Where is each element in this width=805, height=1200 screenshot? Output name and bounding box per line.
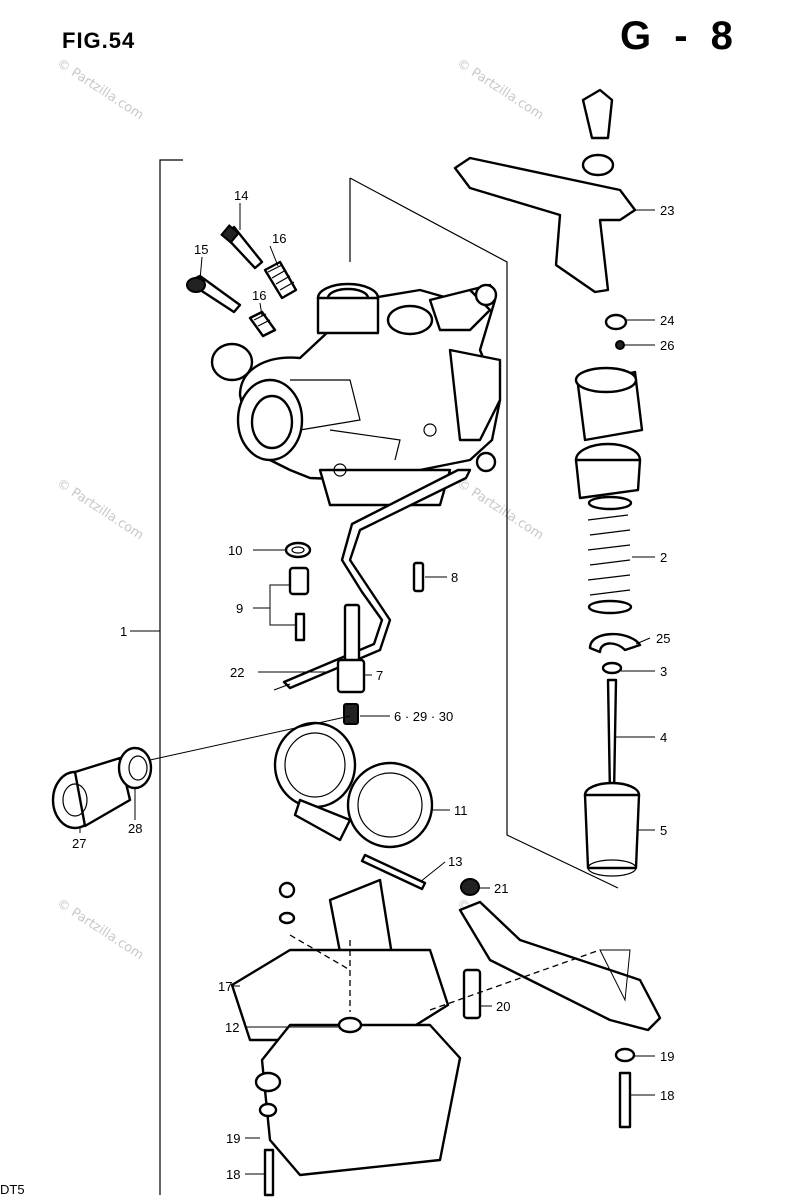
label-27: 27	[72, 836, 86, 851]
intake-27	[51, 756, 132, 830]
o-ring-10	[284, 541, 312, 559]
throttle-lever-23	[453, 88, 637, 350]
label-14: 14	[234, 188, 248, 203]
label-20: 20	[496, 999, 510, 1014]
label-4: 4	[660, 730, 667, 745]
throttle-spring-2	[587, 495, 633, 615]
seal-28	[117, 746, 153, 790]
label-12: 12	[225, 1020, 239, 1035]
label-1: 1	[120, 624, 127, 639]
label-2: 2	[660, 550, 667, 565]
footer-model: DT5	[0, 1182, 25, 1197]
float-arm	[429, 878, 662, 1129]
label-5: 5	[660, 823, 667, 838]
label-16b: 16	[252, 288, 266, 303]
needle-jet-7	[336, 603, 366, 694]
label-24: 24	[660, 313, 674, 328]
label-25: 25	[656, 631, 670, 646]
choke-rod-22	[273, 468, 472, 691]
pilot-screw-14	[220, 224, 264, 270]
throttle-screw-15	[186, 274, 242, 314]
label-11: 11	[454, 803, 468, 818]
label-15: 15	[194, 242, 208, 257]
label-10: 10	[228, 543, 242, 558]
cap-nut	[574, 366, 644, 442]
jet-9	[288, 566, 310, 642]
leader-lines	[79, 203, 655, 1175]
label-13: 13	[448, 854, 462, 869]
label-18b: 18	[660, 1088, 674, 1103]
label-7: 7	[376, 668, 383, 683]
spring-16a	[263, 260, 298, 300]
label-19b: 19	[660, 1049, 674, 1064]
slide-top	[574, 442, 642, 500]
needle-4	[606, 678, 618, 797]
spring-16b	[248, 310, 277, 338]
label-9: 9	[236, 601, 243, 616]
label-23: 23	[660, 203, 674, 218]
label-19a: 19	[226, 1131, 240, 1146]
float-11	[273, 721, 434, 849]
jet-8	[412, 561, 425, 593]
label-3: 3	[660, 664, 667, 679]
figure-title: FIG.54	[62, 28, 136, 53]
label-22: 22	[230, 665, 244, 680]
group-bracket-1	[159, 159, 619, 1195]
clip-25	[588, 632, 642, 654]
label-21: 21	[494, 881, 508, 896]
float-chamber	[230, 878, 462, 1197]
label-16a: 16	[272, 231, 286, 246]
label-28: 28	[128, 821, 142, 836]
label-17: 17	[218, 979, 232, 994]
label-18a: 18	[226, 1167, 240, 1182]
label-8: 8	[451, 570, 458, 585]
throttle-valve-5	[583, 781, 641, 877]
carburetor-body	[210, 282, 502, 507]
label-26: 26	[660, 338, 674, 353]
main-jet-6	[343, 703, 359, 725]
float-pin-13	[360, 853, 427, 891]
part-labels: 14 16 15 16 10 9 1 22 7 6 · 29 · 30 8 11…	[72, 188, 674, 1182]
figure-code: G - 8	[620, 14, 739, 58]
washer-3	[601, 661, 623, 675]
label-6-29-30: 6 · 29 · 30	[394, 709, 453, 724]
